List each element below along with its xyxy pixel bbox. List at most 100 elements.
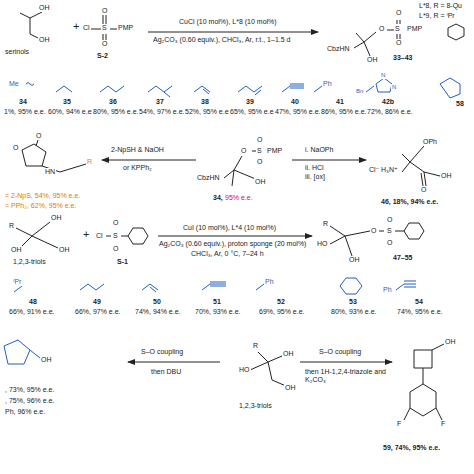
substituent-label: Me — [8, 80, 20, 88]
atom-label: R — [86, 158, 93, 166]
atom-label: R — [252, 342, 259, 350]
atom-label: O — [386, 239, 393, 247]
compound-number: 54 — [414, 298, 424, 306]
condition-text: or KPPh₂ — [122, 164, 153, 172]
atom-label: OH — [38, 36, 51, 44]
yield-label: 66%, 97% e.e. — [74, 308, 122, 316]
condition-text: ii. HCl — [304, 164, 325, 172]
yield-label: 74%, 94% e.e. — [134, 308, 182, 316]
yield-label: 80%, 93% e.e. — [330, 308, 378, 316]
condition-text: S–O coupling — [140, 348, 184, 356]
ligand-note: L*9, R = ⁱPr — [418, 12, 456, 20]
atom-label: N — [380, 72, 386, 79]
condition-text: then DBU — [150, 368, 182, 376]
compound-number: 36 — [108, 98, 118, 106]
atom-label: OH — [10, 246, 23, 254]
condition-text: CHCl₃, Ar, 0 °C, 7–24 h — [190, 250, 265, 258]
condition-text: Ag₂CO₃ (0.60 equiv.), proton sponge (20 … — [158, 240, 307, 248]
yield-label: = PPh₂, 62%, 95% e.e. — [4, 202, 77, 210]
substituent-label: Bn — [355, 88, 364, 95]
atom-label: O — [395, 9, 402, 17]
substituent-label: Ph — [382, 286, 393, 294]
atom-label: Cl — [95, 232, 104, 240]
plus-sign: + — [82, 228, 90, 241]
condition-text: i. NaOPh — [304, 146, 334, 154]
condition-text: CuI (10 mol%), L*4 (10 mol%) — [182, 224, 277, 232]
compound-number: 39 — [245, 98, 255, 106]
atom-label: CbzHN — [196, 174, 221, 182]
atom-label: OH — [254, 178, 267, 186]
atom-label: O — [256, 136, 263, 144]
atom-label: OH — [50, 214, 63, 222]
atom-label: R — [322, 220, 329, 228]
substituent-label: ⁱPr — [12, 278, 22, 286]
atom-label: O — [420, 186, 427, 194]
yield-label: 54%, 97% e.e. — [138, 108, 186, 116]
compound-number: 34 — [18, 98, 28, 106]
atom-label: O — [378, 25, 385, 33]
condition-text: CuCl (10 mol%), L*8 (10 mol%) — [178, 18, 278, 26]
condition-text: Ag₂CO₃ (0.60 equiv.), CHCl₃, Ar, r.t., 1… — [152, 36, 291, 44]
compound-number: 42b — [381, 98, 395, 106]
atom-label: HO — [238, 366, 251, 374]
yield-label: 86%, 95% e.e. — [320, 108, 368, 116]
atom-label: Cl⁻ — [368, 166, 380, 174]
yield-label: 60%, 94% e.e. — [47, 108, 95, 116]
compound-number: 40 — [290, 98, 300, 106]
atom-label: O — [395, 39, 402, 47]
atom-label: O — [112, 219, 119, 227]
atom-label: O — [112, 245, 119, 253]
atom-label: OH — [444, 338, 457, 346]
compound-number: 50 — [152, 298, 162, 306]
compound-number: 47–55 — [392, 254, 413, 262]
atom-label: R — [8, 222, 15, 230]
atom-label: OPh — [422, 138, 438, 146]
yield-label: 65%, 95% e.e. — [229, 108, 277, 116]
compound-number: 35 — [62, 98, 72, 106]
condition-text: 2-NpSH & NaOH — [110, 146, 165, 154]
substrate-name: S-2 — [96, 52, 109, 60]
condition-text: S–O coupling — [318, 348, 362, 356]
atom-label: O — [12, 144, 19, 152]
atom-label: O — [101, 40, 108, 48]
atom-label: HO — [316, 240, 329, 248]
yield-label: 95% e.e. — [224, 194, 254, 202]
atom-label: OH — [440, 172, 453, 180]
atom-label: H₃N⁺ — [380, 166, 399, 174]
compound-number: 48 — [28, 298, 38, 306]
yield-label: 1%, 95% e.e. — [3, 108, 47, 116]
compound-number: 53 — [348, 298, 358, 306]
atom-label: S — [386, 227, 393, 235]
substituent-label: Ph — [322, 80, 333, 88]
yield-label: 52%, 95% e.e. — [184, 108, 232, 116]
substrate-name: serinols — [4, 48, 30, 56]
yield-label: , 75%, 96% e.e. — [4, 397, 55, 405]
atom-label: S — [112, 232, 119, 240]
compound-number: 58 — [455, 100, 465, 108]
compound-number: 46, 18%, 94% e.e. — [380, 198, 439, 206]
atom-label: F — [396, 420, 402, 428]
atom-label: O — [386, 216, 393, 224]
atom-label: O — [101, 7, 108, 15]
condition-text: iii. [ox] — [304, 173, 326, 181]
condition-text: then 1H-1,2,4-triazole and K₂CO₃ — [304, 368, 398, 384]
substrate-name: 1,2,3-triols — [238, 402, 273, 410]
compound-number: 38 — [200, 98, 210, 106]
substituent-label: Ph — [264, 278, 275, 286]
atom-label: F — [440, 420, 446, 428]
compound-number: 34, — [212, 194, 224, 202]
compound-number: 59, 74%, 95% e.e. — [382, 444, 441, 452]
atom-label: CbzHN — [326, 45, 351, 53]
atom-label: S — [256, 147, 263, 155]
atom-label: O — [370, 227, 377, 235]
atom-label: OH — [348, 256, 361, 264]
atom-label: S — [101, 24, 108, 32]
compound-number: 41 — [335, 98, 345, 106]
compound-number: 52 — [276, 298, 286, 306]
atom-label: OH — [284, 384, 297, 392]
yield-label: 66%, 91% e.e. — [8, 308, 56, 316]
yield-label: , 73%, 95% e.e. — [4, 386, 55, 394]
yield-label: Ph, 96% e.e. — [4, 408, 46, 416]
